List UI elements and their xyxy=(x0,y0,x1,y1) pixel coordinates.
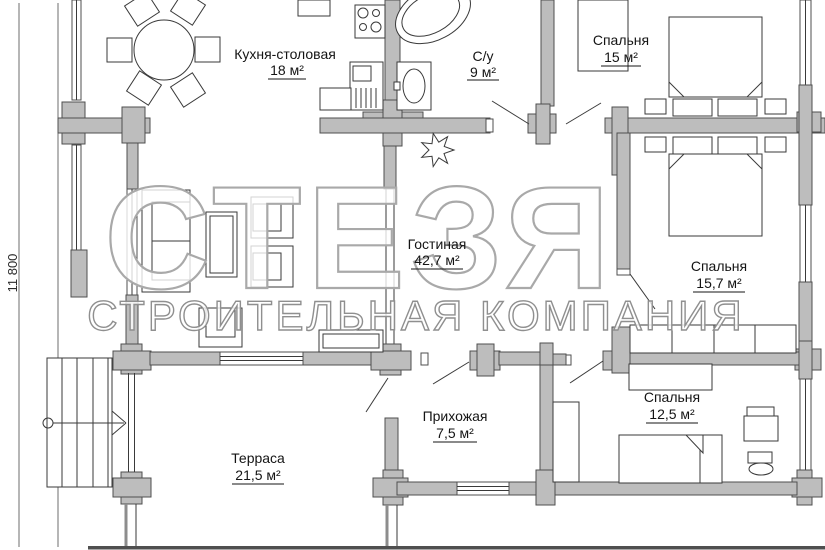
sink-unit-icon xyxy=(349,61,384,111)
room-area-bedroom-bottom: 12,5 м² xyxy=(649,406,695,422)
single-bed-icon xyxy=(618,434,723,484)
plant-icon xyxy=(420,131,456,169)
desk-icon xyxy=(743,406,779,476)
room-label-living: Гостиная xyxy=(408,236,467,252)
room-label-bedroom-top: Спальня xyxy=(593,32,649,48)
watermark: СТЕЗЯ СТРОИТЕЛЬНАЯ КОМПАНИЯ xyxy=(87,155,744,340)
tv-stand-icon xyxy=(318,329,384,353)
bedroom-right-furniture xyxy=(629,136,797,354)
watermark-title: СТЕЗЯ xyxy=(104,156,615,319)
closet-icon xyxy=(577,0,629,72)
room-label-bathroom: С/у xyxy=(473,48,494,64)
image-bottom-border xyxy=(88,546,825,550)
bedroom-bottom-furniture xyxy=(552,363,779,484)
stairs xyxy=(42,357,127,488)
stove-icon xyxy=(354,4,386,39)
dimension-label: 11 800 xyxy=(5,254,20,293)
dining-table-icon xyxy=(106,0,221,108)
wardrobe-icon xyxy=(552,401,580,483)
room-label-bedroom-right: Спальня xyxy=(691,258,747,274)
kitchen-furniture xyxy=(106,0,386,111)
nightstand-icon xyxy=(764,98,787,115)
armchair-icon xyxy=(250,245,294,288)
room-area-kitchen: 18 м² xyxy=(270,62,304,78)
door-swings xyxy=(365,100,656,413)
coffee-table-icon xyxy=(205,211,238,278)
living-room-furniture xyxy=(141,189,384,353)
armchair-icon xyxy=(250,196,294,239)
room-labels: Кухня-столовая 18 м² С/у 9 м² Спальня 15… xyxy=(231,32,747,485)
room-area-bathroom: 9 м² xyxy=(470,64,496,80)
wardrobe-icon xyxy=(629,324,797,354)
sofa-icon xyxy=(141,189,191,293)
room-label-hallway: Прихожая xyxy=(423,408,488,424)
room-label-terrace: Терраса xyxy=(231,450,285,466)
room-label-bedroom-bottom: Спальня xyxy=(644,389,700,405)
watermark-subtitle: СТРОИТЕЛЬНАЯ КОМПАНИЯ xyxy=(87,292,744,339)
double-bed-top-icon xyxy=(668,16,763,117)
room-area-bedroom-top: 15 м² xyxy=(604,49,638,65)
room-label-kitchen: Кухня-столовая xyxy=(234,46,336,62)
room-area-bedroom-right: 15,7 м² xyxy=(696,275,742,291)
counter-icon xyxy=(319,87,352,111)
nightstand-icon xyxy=(644,98,667,115)
room-area-terrace: 21,5 м² xyxy=(235,467,281,483)
room-area-hallway: 7,5 м² xyxy=(436,425,474,441)
nightstand-icon xyxy=(644,136,667,153)
walls xyxy=(57,0,825,546)
armchair-icon xyxy=(198,307,243,348)
nightstand-icon xyxy=(764,136,787,153)
wardrobe-icon xyxy=(628,363,713,391)
toilet-icon xyxy=(393,61,432,111)
fridge-icon xyxy=(297,0,331,17)
bathtub-icon xyxy=(395,0,471,45)
bedroom-top-furniture xyxy=(577,0,787,117)
room-area-living: 42,7 м² xyxy=(414,252,460,268)
bathroom-furniture xyxy=(393,0,471,169)
double-bed-right-icon xyxy=(668,136,763,237)
